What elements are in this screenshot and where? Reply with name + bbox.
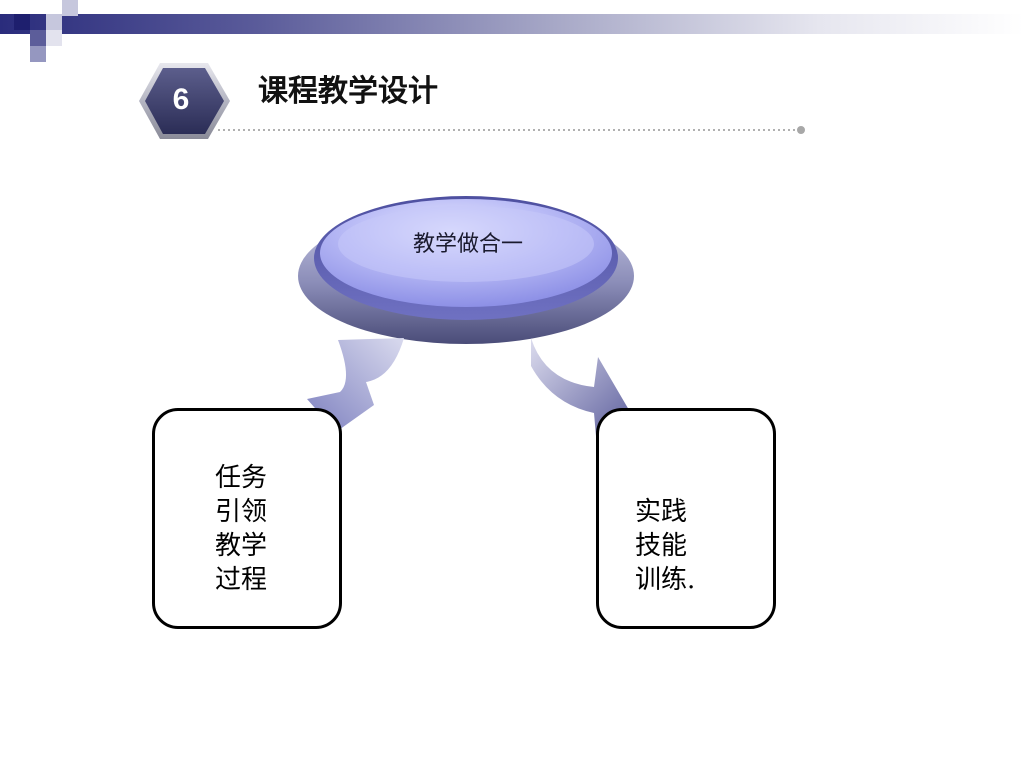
node-right-text: 实践 技能 训练. [635, 497, 696, 595]
curved-arrow-right [531, 338, 629, 436]
title-dotted-rule [218, 126, 805, 134]
header-square-decoration [46, 14, 62, 30]
header-square-decoration [14, 14, 30, 30]
header-square-decoration [30, 46, 46, 62]
curved-arrow-left [307, 338, 404, 432]
node-right-box: 实践 技能 训练. [596, 408, 776, 629]
slide-number-badge [139, 63, 230, 139]
header-square-decoration [46, 30, 62, 46]
header-square-decoration [62, 0, 78, 16]
header-gradient-band [0, 14, 1024, 34]
hub-label: 教学做合一 [412, 232, 523, 257]
header-square-decoration [30, 30, 46, 46]
page-title: 课程教学设计 [258, 74, 438, 109]
node-left-box: 任务 引领 教学 过程 [152, 408, 342, 629]
slide-number: 6 [172, 83, 190, 116]
node-left-text: 任务 引领 教学 过程 [215, 463, 268, 595]
hub-disc [298, 196, 634, 344]
